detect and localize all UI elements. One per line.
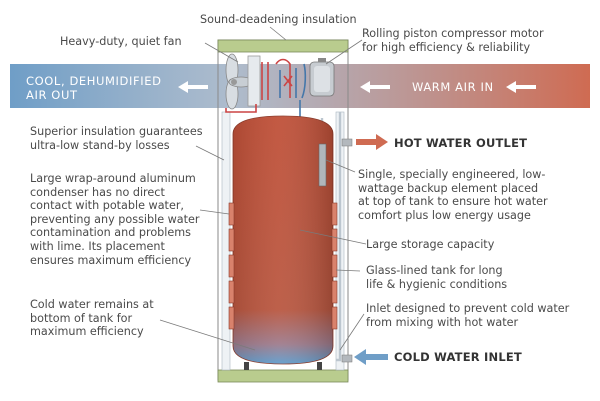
air-in-arrow-icon-1 xyxy=(360,81,390,93)
glass-lined-label: Glass-lined tank for long life & hygieni… xyxy=(366,264,508,291)
condenser-label: Large wrap-around aluminum condenser has… xyxy=(30,172,200,267)
cold-inlet-arrow-icon xyxy=(354,349,388,365)
cold-water-inlet-label: COLD WATER INLET xyxy=(394,350,522,364)
water-tank xyxy=(232,115,334,365)
hot-outlet-nozzle xyxy=(341,138,353,147)
air-out-arrow-icon xyxy=(178,81,208,93)
cabinet-top-cap xyxy=(217,39,349,53)
inlet-design-label: Inlet designed to prevent cold water fro… xyxy=(366,302,570,329)
callout-leader-lines xyxy=(159,26,367,351)
air-in-arrow-icon-2 xyxy=(506,81,536,93)
air-in-label: WARM AIR IN xyxy=(412,80,494,94)
air-out-label: COOL, DEHUMIDIFIED AIR OUT xyxy=(26,74,162,102)
air-direction-arrows xyxy=(178,81,536,93)
cold-arrow-shaft xyxy=(366,354,388,360)
compressor-icon xyxy=(309,58,335,97)
superior-insulation-label: Superior insulation guarantees ultra-low… xyxy=(30,125,203,152)
backup-element-label: Single, specially engineered, low- watta… xyxy=(358,168,548,222)
fan-label: Heavy-duty, quiet fan xyxy=(60,35,182,48)
cabinet-base xyxy=(217,369,349,383)
refrigerant-coils-icon xyxy=(261,58,307,100)
sound-insulation-label: Sound-deadening insulation xyxy=(200,13,357,26)
storage-capacity-label: Large storage capacity xyxy=(366,238,495,251)
backup-heating-element xyxy=(318,143,327,187)
hot-water-outlet-label: HOT WATER OUTLET xyxy=(394,136,528,150)
condenser-coils xyxy=(228,202,338,330)
cold-water-bottom-label: Cold water remains at bottom of tank for… xyxy=(30,298,154,339)
evaporator-coil-icon xyxy=(247,55,261,107)
cold-inlet-nozzle xyxy=(341,354,353,363)
compressor-label: Rolling piston compressor motor for high… xyxy=(362,27,544,54)
hot-arrow-shaft xyxy=(356,139,376,145)
cold-arrow-head xyxy=(354,349,366,365)
hot-outlet-arrow-icon xyxy=(356,134,388,150)
hot-arrow-head xyxy=(376,134,388,150)
tank-legs xyxy=(244,362,322,370)
